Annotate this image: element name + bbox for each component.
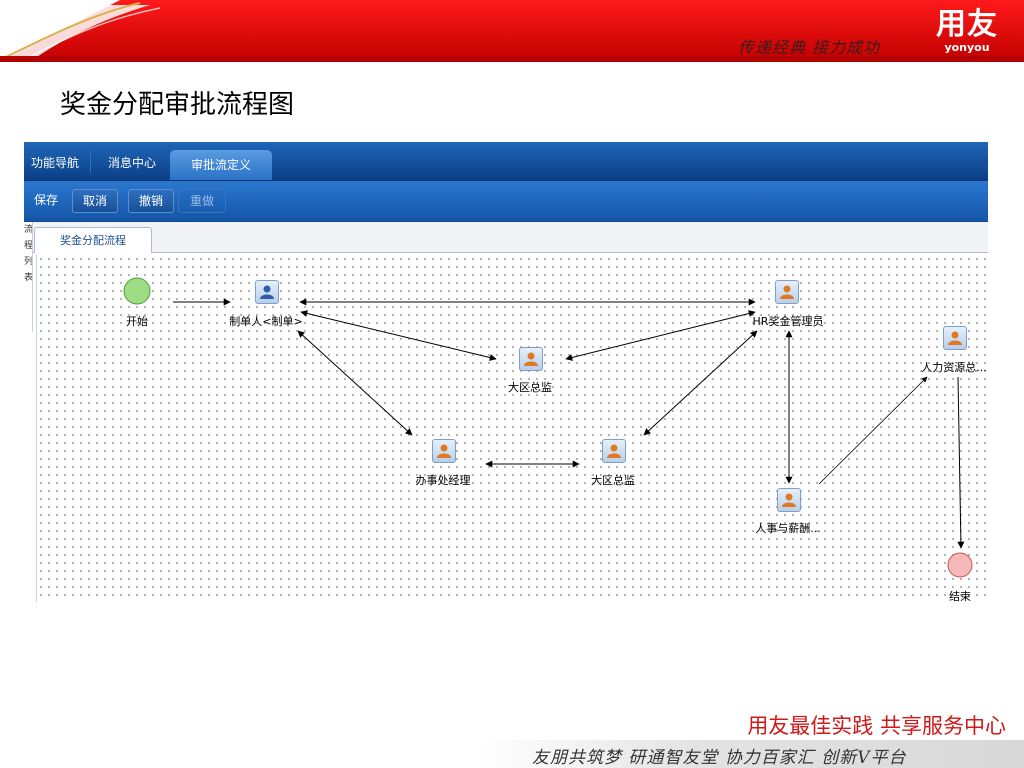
user-node-icon[interactable] (777, 488, 801, 512)
start-node-label: 开始 (126, 315, 148, 328)
user-node-icon[interactable] (432, 439, 456, 463)
nav-separator (90, 151, 91, 173)
banner-graphic (0, 0, 1024, 63)
edge-region-a-hradmin (565, 310, 756, 361)
logo-en-text: yonyou (944, 41, 990, 54)
person-icon (437, 444, 451, 458)
save-button[interactable]: 保存 (33, 193, 58, 207)
start-node-circle (123, 277, 151, 305)
region-director-b-label: 大区总监 (591, 474, 635, 487)
end-node-label: 结束 (949, 590, 971, 602)
nav-function-guide[interactable]: 功能导航 (31, 156, 80, 170)
logo-cn-text: 用友 (936, 7, 998, 42)
maker-node-label: 制单人<制单> (229, 315, 303, 328)
tab-bonus-flow[interactable]: 奖金分配流程 (34, 227, 152, 253)
footer-bar (480, 740, 1024, 768)
user-node-icon[interactable] (255, 280, 279, 304)
user-node-icon[interactable] (775, 280, 799, 304)
redo-button[interactable]: 重做 (178, 189, 226, 213)
edge-region-b-hradmin (643, 330, 758, 436)
person-icon (780, 285, 794, 299)
header-banner: 传递经典 接力成功 用友 yonyou (0, 0, 1024, 63)
document-tab-row: 奖金分配流程 (24, 222, 988, 253)
person-icon (948, 331, 962, 345)
edge-hrdirector-end (957, 376, 965, 549)
footer-tagline: 用友最佳实践 共享服务中心 (747, 714, 1006, 738)
person-icon (607, 444, 621, 458)
slide-title: 奖金分配审批流程图 (60, 90, 295, 120)
undo-button[interactable]: 撤销 (128, 189, 174, 213)
edge-maker-office (297, 330, 413, 436)
hr-director-node-label: 人力资源总... (921, 361, 987, 374)
collapsed-left-panel[interactable]: 流程列表 (24, 222, 33, 332)
banner-slogan: 传递经典 接力成功 (738, 38, 881, 57)
region-director-a-label: 大区总监 (508, 381, 552, 394)
hr-salary-node-label: 人事与薪酬... (755, 522, 821, 535)
toolbar: 保存 取消 撤销 重做 (24, 181, 988, 222)
workflow-designer-window: 功能导航 消息中心 审批流定义 保存 取消 撤销 重做 奖金分配流程 流程列表 (24, 142, 988, 602)
user-node-icon[interactable] (943, 326, 967, 350)
top-nav-bar: 功能导航 消息中心 审批流定义 (24, 142, 988, 181)
yonyou-logo: 用友 yonyou (936, 7, 998, 54)
edge-maker-region-a (300, 310, 497, 361)
flow-canvas[interactable]: 开始 制单人<制单> HR奖金管理员 大区总监 人力资源总... 办事处经理 大… (36, 255, 988, 602)
user-node-icon[interactable] (602, 439, 626, 463)
hr-admin-node-label: HR奖金管理员 (752, 315, 824, 328)
edge-salary-hrdirector (818, 376, 928, 485)
person-icon (524, 352, 538, 366)
end-node-circle (947, 552, 973, 578)
footer-motto: 友朋共筑梦 研通智友堂 协力百家汇 创新V平台 (532, 748, 907, 768)
cancel-button[interactable]: 取消 (72, 189, 118, 213)
person-icon (782, 493, 796, 507)
flow-edges (123, 277, 973, 578)
office-manager-node-label: 办事处经理 (415, 474, 471, 487)
person-icon (260, 285, 274, 299)
nav-message-center[interactable]: 消息中心 (108, 156, 157, 170)
nav-approval-flow-definition[interactable]: 审批流定义 (170, 150, 272, 180)
user-node-icon[interactable] (519, 347, 543, 371)
